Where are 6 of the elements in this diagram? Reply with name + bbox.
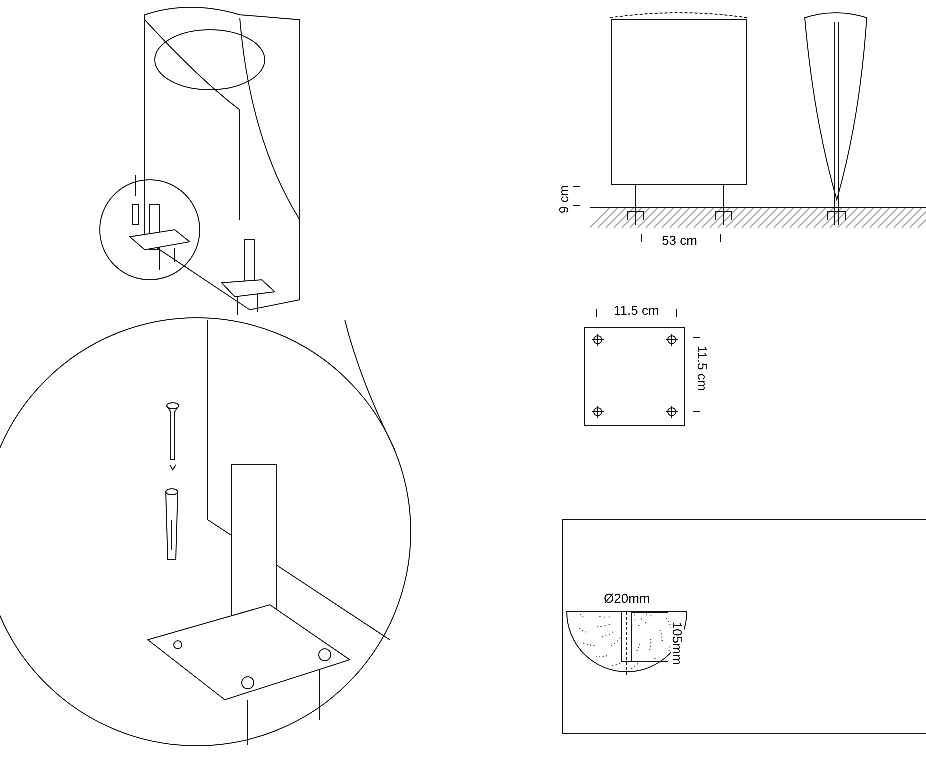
dimension-label: 105mm xyxy=(671,622,684,666)
dimension-label: 9 cm xyxy=(558,185,571,214)
dimension-label: 53 cm xyxy=(662,234,698,247)
dimension-label: 11.5 cm xyxy=(614,304,660,317)
dimension-label: Ø20mm xyxy=(604,592,650,605)
dimension-label: 11.5 cm xyxy=(696,346,710,392)
